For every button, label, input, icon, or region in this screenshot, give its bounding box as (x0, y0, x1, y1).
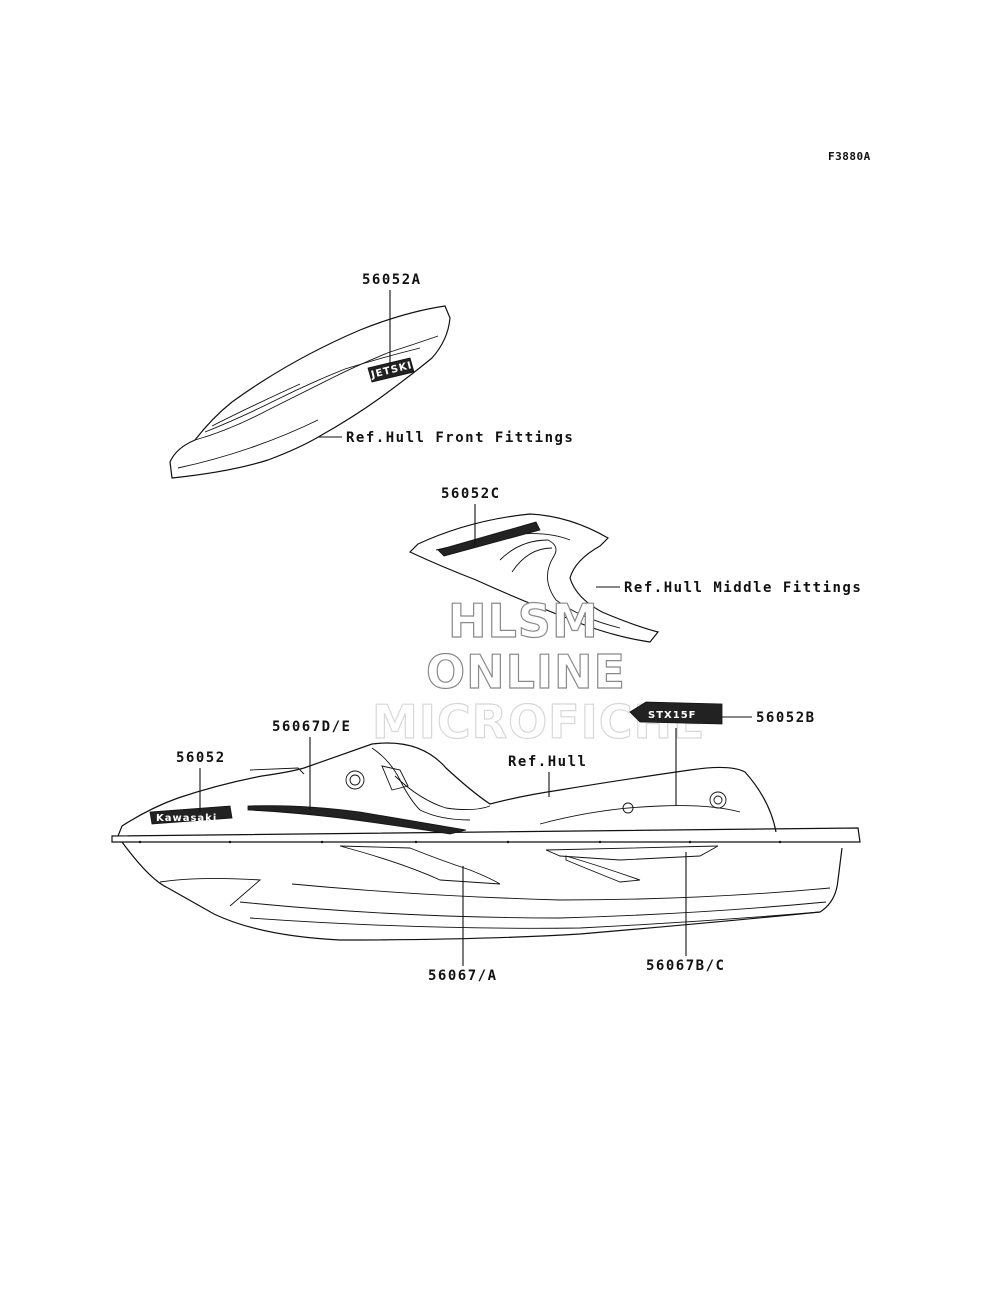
watermark-line-2: ONLINE (426, 645, 626, 699)
label-56067A: 56067/A (428, 968, 498, 984)
label-front-fittings-ref: Ref.Hull Front Fittings (346, 430, 574, 446)
lower-stripe-decal-a (339, 845, 501, 885)
label-56052A: 56052A (362, 272, 422, 288)
watermark-line-1: HLSM (448, 594, 599, 648)
kawasaki-decal: Kawasaki (149, 805, 233, 825)
lower-stripe-decal-b (545, 845, 719, 861)
middle-side-panel (408, 513, 660, 643)
hull-assembly: Kawasaki (111, 742, 861, 941)
front-deck-cover: JETSKI (169, 305, 451, 479)
rail-rivets (138, 840, 782, 844)
figure-id: F3880A (828, 150, 871, 163)
upper-stripe-decal (247, 805, 467, 835)
label-56052: 56052 (176, 750, 226, 766)
label-56067BC: 56067B/C (646, 958, 725, 974)
kawasaki-decal-text: Kawasaki (156, 813, 217, 824)
label-56052B: 56052B (756, 710, 816, 726)
label-hull-ref: Ref.Hull (508, 754, 587, 770)
label-56067DE: 56067D/E (272, 719, 351, 735)
stx-decal-text: STX15F (648, 710, 696, 721)
stx-logo-decal: STX15F (629, 701, 723, 725)
label-middle-fittings-ref: Ref.Hull Middle Fittings (624, 580, 862, 596)
label-56052C: 56052C (441, 486, 501, 502)
